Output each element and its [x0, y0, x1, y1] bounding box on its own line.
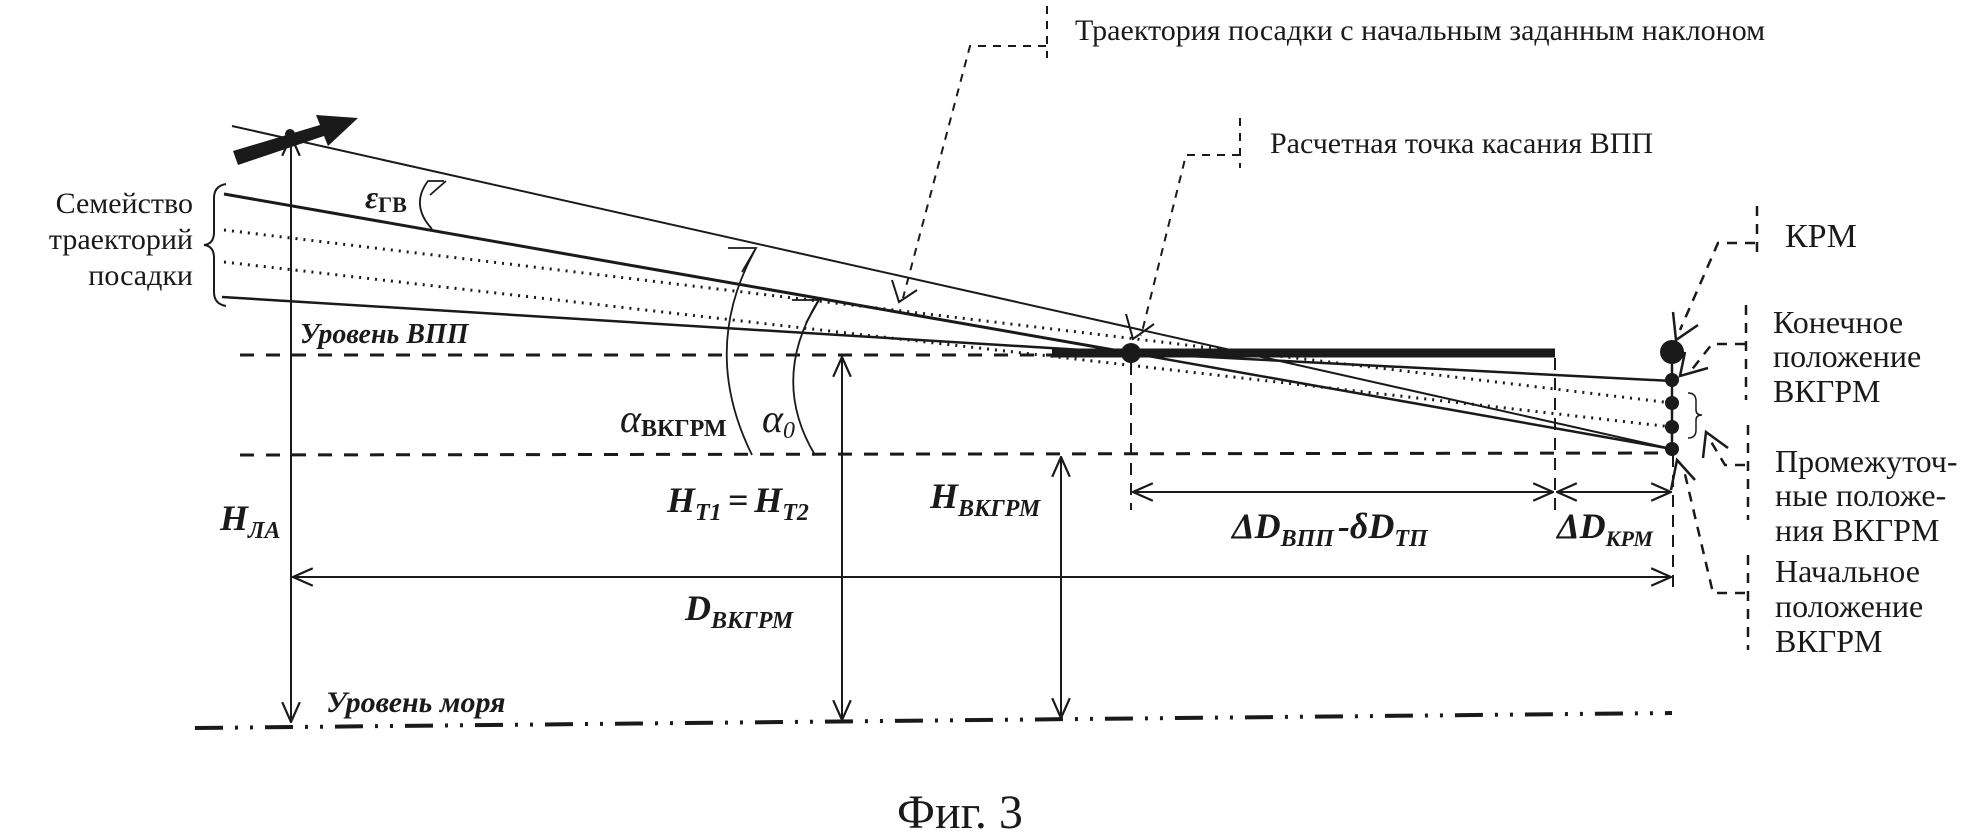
final-position-line-2: положение: [1773, 338, 1921, 374]
touchdown-point: [1121, 343, 1141, 363]
intermediate-positions-brace: [1687, 392, 1703, 439]
sea-level-line: [194, 711, 1673, 730]
h-vkgrm-sub: ВКГРМ: [957, 496, 1042, 522]
alpha0-sub: 0: [783, 418, 795, 444]
minus-delta-d: -δD: [1338, 506, 1394, 546]
alpha-vkgrm-sub: ВКГРМ: [641, 416, 727, 442]
aircraft-arrow-icon: [233, 115, 358, 165]
initial-position-leader: [1682, 469, 1745, 595]
alpha0-arc-arrow: [792, 299, 821, 324]
eps-gv-symbol: εГВ: [365, 179, 407, 217]
dd-vpp-sub: ВПП: [1280, 526, 1336, 552]
dd-tp-sub: ТП: [1394, 526, 1429, 552]
initial-trajectory-label: Траектория посадки с начальным заданным …: [1075, 14, 1765, 47]
eps-gv-arc-arrow: [429, 180, 447, 196]
intermediate-positions-leader-arrow: [1701, 429, 1729, 459]
h-t1-sub: T1: [695, 500, 722, 526]
intermediate-positions-label: Промежуточ- ные положе- ния ВКГРМ: [1775, 443, 1958, 548]
trajectory-upper: [223, 192, 1132, 355]
h-t2-sub: T2: [782, 500, 809, 526]
runway-level-label: Уровень ВПП: [300, 319, 470, 350]
h-t1-main: H: [666, 480, 696, 520]
krm-point: [1660, 340, 1684, 364]
trajectory-family-brace: [203, 183, 227, 307]
touchdown-point-label: Расчетная точка касания ВПП: [1270, 127, 1653, 160]
dd-krm-main: ΔD: [1555, 506, 1606, 546]
dd-vpp-main: ΔD: [1230, 506, 1281, 546]
figure-caption: Фиг. 3: [897, 786, 1023, 836]
trajectory-dotted-2: [223, 260, 1673, 429]
final-position-line-1: Конечное: [1773, 304, 1903, 340]
vkgrm-intermediate-position-1: [1665, 396, 1679, 410]
h-eq: =: [728, 480, 749, 520]
dd-krm-symbol: ΔDКРМ: [1555, 506, 1654, 551]
trajectory-family-line-2: траекторий: [49, 223, 193, 256]
aircraft-group: [231, 115, 1673, 450]
initial-position-line-3: ВКГРМ: [1775, 623, 1882, 659]
final-position-leader-arrow: [1678, 351, 1709, 378]
initial-position-line-1: Начальное: [1775, 553, 1920, 589]
krm-label: КРМ: [1785, 218, 1857, 255]
vkgrm-final-position: [1665, 373, 1679, 387]
sea-level-label: Уровень моря: [326, 686, 506, 719]
vkgrm-initial-position: [1665, 442, 1679, 456]
intermediate-positions-line-1: Промежуточ-: [1775, 443, 1958, 479]
trajectory-dotted-1: [223, 228, 1673, 405]
h-la-symbol: HЛА: [219, 498, 281, 544]
initial-trajectory-line: [231, 125, 1673, 450]
eps-gv-sub: ГВ: [378, 192, 407, 217]
alpha-vkgrm-arc-arrow: [728, 247, 758, 273]
initial-trajectory-leader-arrow: [891, 279, 918, 304]
dd-vpp-minus-dd-tp-symbol: ΔDВПП-δDТП: [1230, 506, 1429, 552]
h-vkgrm-main: H: [929, 476, 959, 516]
h-la-main: H: [219, 498, 249, 538]
h-t2-main: H: [753, 480, 783, 520]
trajectory-lower-continued: [1130, 351, 1673, 383]
alpha0-symbol: α0: [762, 396, 795, 444]
eps-gv-main: ε: [365, 179, 378, 215]
d-vkgrm-main: D: [684, 588, 711, 628]
initial-position-label: Начальное положение ВКГРМ: [1775, 553, 1923, 659]
final-position-label: Конечное положение ВКГРМ: [1773, 304, 1921, 409]
alpha-vkgrm-symbol: αВКГРМ: [620, 396, 727, 442]
alpha-vkgrm-main: α: [620, 396, 642, 441]
intermediate-positions-line-3: ния ВКГРМ: [1775, 512, 1939, 548]
h-vkgrm-symbol: HВКГРМ: [929, 476, 1042, 522]
trajectory-family: [221, 192, 1673, 451]
d-vkgrm-sub: ВКГРМ: [710, 608, 795, 634]
eps-gv-arc: [419, 180, 444, 230]
final-position-line-3: ВКГРМ: [1773, 373, 1880, 409]
h-la-sub: ЛА: [247, 518, 280, 544]
alpha-vkgrm-arc: [725, 249, 756, 456]
initial-position-leader-arrow: [1669, 457, 1696, 491]
krm-leader: [1678, 241, 1755, 331]
trajectory-lower: [221, 295, 1132, 355]
touchdown-leader: [1140, 154, 1240, 337]
trajectory-family-label: Семейство траекторий посадки: [49, 187, 193, 292]
trajectory-family-line-3: посадки: [88, 259, 193, 292]
alpha0-arc: [792, 300, 819, 456]
vkgrm-level-line: [239, 451, 1673, 457]
initial-position-line-2: положение: [1775, 588, 1923, 624]
d-vkgrm-symbol: DВКГРМ: [684, 588, 795, 634]
krm-leader-arrow: [1671, 311, 1699, 343]
final-position-leader: [1689, 342, 1745, 373]
trajectory-family-line-1: Семейство: [56, 187, 193, 220]
touchdown-leader-arrow: [1125, 313, 1155, 341]
trajectory-upper-continued: [1130, 351, 1673, 451]
dd-krm-sub: КРМ: [1605, 526, 1655, 551]
alpha0-main: α: [762, 396, 784, 441]
initial-trajectory-leader: [902, 45, 1046, 299]
vkgrm-intermediate-position-2: [1665, 420, 1679, 434]
intermediate-positions-line-2: ные положе-: [1775, 477, 1946, 513]
intermediate-positions-leader: [1708, 439, 1745, 467]
h-t1-eq-h-t2-symbol: HT1=HT2: [666, 480, 809, 526]
